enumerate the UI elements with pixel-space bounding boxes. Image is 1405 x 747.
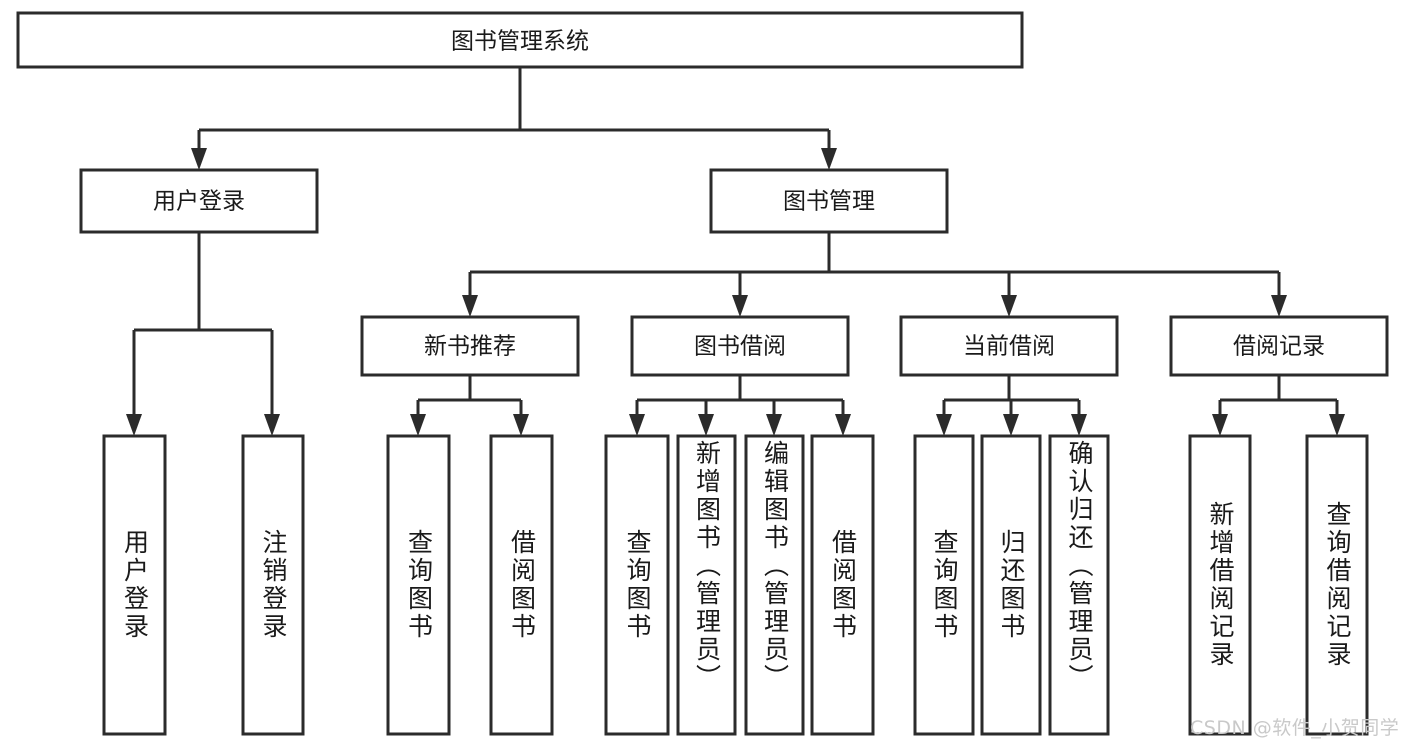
node-current-borrow-box[interactable]	[899, 315, 1119, 377]
node-book-manage[interactable]: 图书管理	[709, 168, 949, 234]
leaf-box-cb-confirm-return[interactable]	[1048, 434, 1110, 736]
node-book-manage-box[interactable]	[709, 168, 949, 234]
connector-current-borrow-to-leaves	[936, 375, 1087, 436]
node-current-borrow[interactable]: 当前借阅	[899, 315, 1119, 377]
node-borrow-record[interactable]: 借阅记录	[1169, 315, 1389, 377]
node-new-book-recommend-box[interactable]	[360, 315, 580, 377]
connector-root-to-level2	[191, 67, 837, 170]
connector-book-manage-to-level3	[462, 232, 1287, 317]
arrow-head-current-borrow	[1001, 295, 1017, 317]
leaf-boxes	[102, 434, 1369, 736]
arrow-head-book-borrow	[732, 295, 748, 317]
node-user-login-box[interactable]	[79, 168, 319, 234]
node-user-login[interactable]: 用户登录	[79, 168, 319, 234]
node-root[interactable]: 图书管理系统	[16, 11, 1024, 69]
node-current-borrow-label: 当前借阅	[963, 334, 1055, 360]
node-book-manage-label: 图书管理	[783, 189, 875, 215]
arrow-head-bb-leaf-2	[698, 414, 714, 436]
leaf-box-nb-borrow-book[interactable]	[489, 434, 554, 736]
arrow-head-leaf-logout	[264, 414, 280, 436]
arrow-head-br-leaf-2	[1329, 414, 1345, 436]
node-borrow-record-label: 借阅记录	[1233, 334, 1325, 360]
arrow-head-br-leaf-1	[1212, 414, 1228, 436]
arrow-head-bb-leaf-1	[629, 414, 645, 436]
node-new-book-recommend-label: 新书推荐	[424, 334, 516, 360]
arrow-head-leaf-user-login	[126, 414, 142, 436]
connector-borrow-record-to-leaves	[1212, 375, 1345, 436]
leaf-box-logout[interactable]	[241, 434, 305, 736]
arrow-head-nb-leaf-1	[410, 414, 426, 436]
arrow-head-new-book	[462, 295, 478, 317]
arrow-head-cb-leaf-2	[1003, 414, 1019, 436]
arrow-head-bb-leaf-3	[766, 414, 782, 436]
arrow-head-cb-leaf-1	[936, 414, 952, 436]
node-book-borrow[interactable]: 图书借阅	[630, 315, 850, 377]
arrow-head-nb-leaf-2	[513, 414, 529, 436]
leaf-box-bb-borrow-book[interactable]	[810, 434, 875, 736]
arrow-head-user-login	[191, 148, 207, 170]
node-root-label: 图书管理系统	[451, 29, 589, 55]
arrow-head-borrow-record	[1271, 295, 1287, 317]
arrow-head-book-manage	[821, 148, 837, 170]
node-borrow-record-box[interactable]	[1169, 315, 1389, 377]
connector-user-login-to-leaves	[126, 232, 280, 436]
leaf-box-bb-query-book[interactable]	[604, 434, 670, 736]
arrow-head-cb-leaf-3	[1071, 414, 1087, 436]
connector-book-borrow-to-leaves	[629, 375, 851, 436]
node-root-box[interactable]	[16, 11, 1024, 69]
leaf-box-nb-query-book[interactable]	[386, 434, 451, 736]
leaf-box-user-login[interactable]	[102, 434, 167, 736]
leaf-box-br-query-record[interactable]	[1305, 434, 1369, 736]
leaf-box-bb-add-book[interactable]	[676, 434, 737, 736]
leaf-box-bb-edit-book[interactable]	[744, 434, 805, 736]
node-book-borrow-label: 图书借阅	[694, 334, 786, 360]
leaf-box-cb-return-book[interactable]	[980, 434, 1042, 736]
csdn-watermark: CSDN @软件_小贺同学	[1190, 717, 1400, 739]
node-user-login-label: 用户登录	[153, 189, 245, 215]
arrow-head-bb-leaf-4	[835, 414, 851, 436]
connector-new-book-to-leaves	[410, 375, 529, 436]
leaf-box-cb-query-book[interactable]	[913, 434, 975, 736]
node-book-borrow-box[interactable]	[630, 315, 850, 377]
node-new-book-recommend[interactable]: 新书推荐	[360, 315, 580, 377]
leaf-box-br-add-record[interactable]	[1188, 434, 1252, 736]
